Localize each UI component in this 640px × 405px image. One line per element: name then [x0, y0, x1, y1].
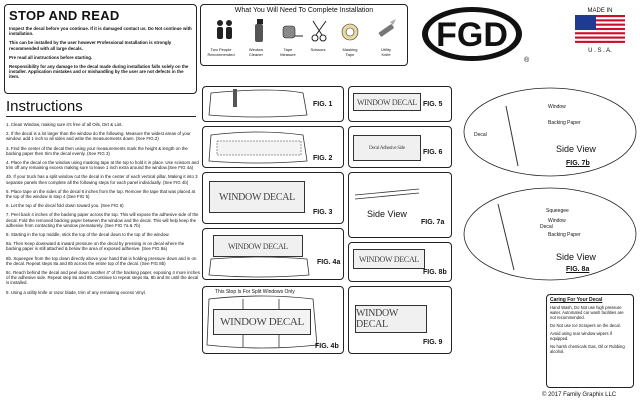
step-8: 8. Starting in the top middle, stick the…: [6, 232, 170, 238]
fig-4a-panel: WINDOW DECAL FIG. 4a: [202, 228, 344, 280]
fig-7a-side-view: Side View: [367, 209, 407, 219]
tool-label-masking-tape: Masking Tape: [342, 47, 358, 57]
side-view-8a: Side View: [556, 252, 596, 262]
fig-5-panel: WINDOW DECAL FIG. 5: [348, 86, 452, 122]
care-item-1: Hand Wash, Do Not use high pressure wate…: [550, 305, 624, 320]
step-4: 4. Place the decal on the window using m…: [6, 160, 199, 171]
label-window-8a: Window: [548, 218, 566, 224]
fig-4b-label: FIG. 4b: [315, 343, 339, 350]
tool-label-scissors: Scissors: [310, 47, 326, 52]
step-8c: 8c. Reach behind the decal and peel down…: [6, 270, 200, 286]
step-3: 3. Find the center of the decal then usi…: [6, 145, 188, 156]
fig-9-panel: WINDOW DECAL FIG. 9: [348, 286, 452, 354]
fig-2-label: FIG. 2: [313, 155, 333, 162]
window-measure-shape: [208, 131, 308, 164]
stop-and-read-box: STOP AND READ Inspect the decal before y…: [4, 4, 197, 94]
fig-9-label: FIG. 9: [423, 339, 443, 346]
stop-p3: Pre read all instructions before startin…: [9, 54, 93, 60]
step-7: 7. Peel back 4 inches of the backing pap…: [6, 212, 199, 228]
usa-flag-icon: [575, 15, 625, 43]
scissors-icon: [311, 20, 327, 42]
svg-text:®: ®: [524, 56, 530, 64]
logo-text: FGD: [436, 16, 508, 54]
tape-measure-icon: [282, 25, 303, 39]
tool-label-cleaner: Window Cleaner: [248, 47, 264, 57]
fig-4a-window: [208, 256, 310, 278]
tool-label-tape-measure: Tape Measure: [280, 47, 296, 57]
fig-2-panel: FIG. 2: [202, 126, 344, 168]
label-decal-8a: Decal: [540, 224, 553, 230]
fig-5-decal: WINDOW DECAL: [353, 93, 421, 111]
fig-9-decal: WINDOW DECAL: [355, 305, 427, 333]
fig-4b-decal: WINDOW DECAL: [213, 309, 311, 335]
tool-label-people: Two People Recommended: [207, 47, 235, 57]
fig-7b-label: FIG. 7b: [566, 160, 590, 167]
label-backing-7b: Backing Paper: [548, 120, 581, 126]
fig-8b-panel: WINDOW DECAL FIG. 8b: [348, 242, 452, 282]
utility-knife-icon: [378, 19, 396, 37]
fig-7a-panel: Side View FIG. 7a: [348, 172, 452, 238]
step-4b: 4b. If your truck has a split window cut…: [6, 174, 198, 185]
two-people-icon: [217, 20, 232, 39]
fig-7a-label: FIG. 7a: [421, 219, 445, 226]
care-item-2: Do Not use Ice Scrapers on the decal.: [550, 323, 621, 328]
step-8a: 8a. Then Keep downward & inward pressure…: [6, 241, 185, 252]
fig-4a-decal: WINDOW DECAL: [213, 235, 303, 257]
label-backing-8a: Backing Paper: [548, 232, 581, 238]
window-shape: [208, 89, 308, 118]
fig-6-label: FIG. 6: [423, 149, 443, 156]
care-title: Caring For Your Decal: [550, 297, 603, 303]
side-view-callout-8a: [463, 187, 637, 281]
care-item-3: Avoid using rear window wipers if equipp…: [550, 331, 612, 341]
tools-needed-box: What You Will Need To Complete Installat…: [200, 4, 408, 66]
cleaner-bottle-icon: [233, 89, 237, 107]
fig-8a-label: FIG. 8a: [566, 266, 590, 273]
split-note: This Stop Is For Split Windows Only: [215, 289, 295, 295]
made-in-text: MADE IN: [587, 8, 613, 14]
side-view-callout-7b: [463, 87, 637, 177]
tool-label-knife: Utility Knife: [381, 47, 391, 57]
stop-p4: Responsibility for any damage to the dec…: [9, 64, 189, 80]
label-window-7b: Window: [548, 104, 566, 110]
stop-p2: This can be installed by the user howeve…: [9, 40, 172, 51]
step-6: 6. Let the top of the decal fold down to…: [6, 203, 124, 209]
care-box: Caring For Your Decal Hand Wash, Do Not …: [546, 294, 634, 388]
masking-tape-icon: [341, 23, 359, 41]
fgd-logo: FGD ®: [422, 7, 530, 64]
copyright: © 2017 Family Graphix LLC: [542, 392, 617, 398]
step-2: 2. If the decal is a lot larger than the…: [6, 131, 191, 142]
label-decal-7b: Decal: [474, 132, 487, 138]
window-cleaner-icon: [255, 19, 263, 42]
tools-title: What You Will Need To Complete Installat…: [234, 7, 374, 14]
fig-4a-label: FIG. 4a: [317, 259, 341, 266]
fig-7a-diagram: [354, 188, 420, 200]
instructions-rule: [6, 116, 196, 117]
instructions-title: Instructions: [6, 98, 83, 115]
steps-list: 1. Clean Window, making sure it's free o…: [6, 122, 200, 295]
stop-title: STOP AND READ: [9, 8, 120, 23]
step-1: 1. Clean Window, making sure it's free o…: [6, 122, 123, 127]
step-8b: 8b. Squeegee from the top down directly …: [6, 255, 197, 266]
fig-8b-label: FIG. 8b: [423, 269, 447, 276]
fig-1-panel: FIG. 1: [202, 86, 344, 122]
fig-1-label: FIG. 1: [313, 101, 333, 108]
step-9: 9. Using a utility knife or razor blade,…: [6, 289, 146, 295]
step-5: 5. Place tape on the sides of the decal …: [6, 188, 196, 200]
fig-5-label: FIG. 5: [423, 101, 443, 108]
fig-3-decal: WINDOW DECAL: [209, 181, 305, 213]
fig-8b-decal: WINDOW DECAL: [353, 249, 425, 269]
fig-6-panel: Decal Adhesive Side FIG. 6: [348, 126, 452, 168]
label-squeegee-8a: Squeegee: [546, 208, 569, 214]
made-in-usa: MADE IN U . S . A.: [565, 8, 635, 54]
fig-4b-panel: This Stop Is For Split Windows Only WIND…: [202, 286, 344, 354]
side-view-7b: Side View: [556, 144, 596, 154]
fig-6-decal: Decal Adhesive Side: [353, 135, 421, 161]
fig-3-label: FIG. 3: [313, 209, 333, 216]
stop-p1: Inspect the decal before you continue. I…: [9, 26, 192, 37]
care-item-4: No harsh chemicals Gas, Oil or Rubbing a…: [550, 344, 625, 354]
fig-3-panel: WINDOW DECAL FIG. 3: [202, 172, 344, 224]
usa-text: U . S . A.: [588, 48, 612, 54]
tools-icons: [217, 19, 396, 42]
